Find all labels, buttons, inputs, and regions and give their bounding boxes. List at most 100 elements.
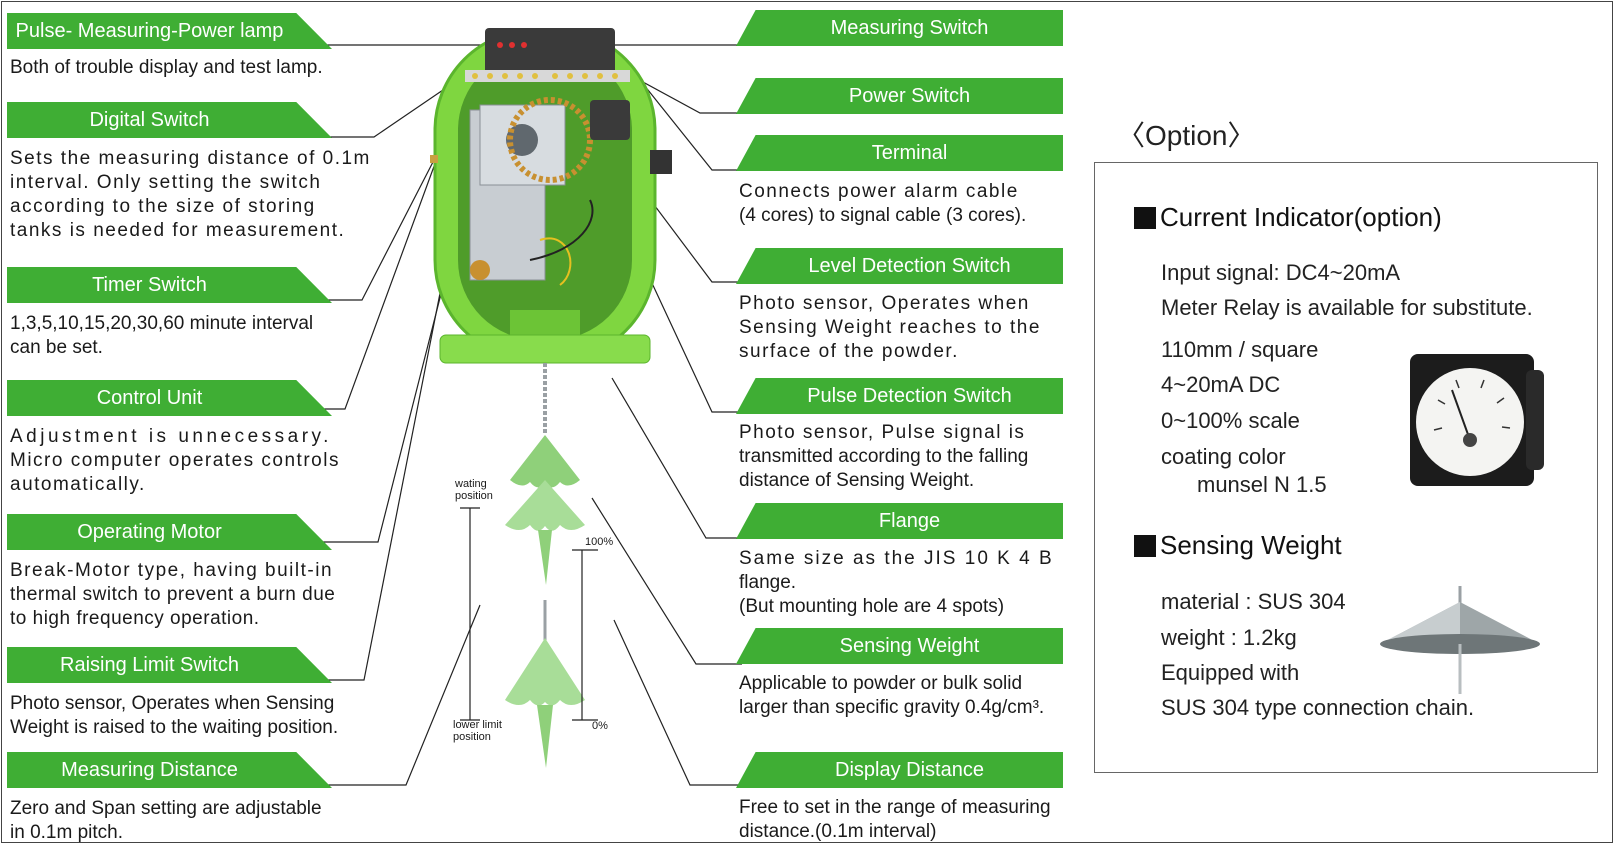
- leader-raising-limit: [318, 109, 477, 681]
- desc-pulse-detection-switch: Photo sensor, Pulse signal is transmitte…: [739, 421, 1028, 493]
- lower-limit-position-label: lower limit position: [453, 719, 502, 743]
- sw-line: SUS 304 type connection chain.: [1161, 695, 1475, 720]
- desc-line: interval. Only setting the switch: [10, 172, 322, 193]
- heading-text: Sensing Weight: [1160, 530, 1342, 560]
- desc-line: Break-Motor type, having built-in: [10, 560, 334, 581]
- tab-measuring-switch: Measuring Switch: [736, 10, 1063, 46]
- tab-pulse-measuring-power-lamp: Pulse- Measuring-Power lamp: [7, 13, 332, 49]
- desc-line: automatically.: [10, 474, 146, 495]
- desc-line: Sets the measuring distance of 0.1m: [10, 148, 371, 169]
- leader-display-distance: [613, 619, 742, 786]
- desc-line: tanks is needed for measurement.: [10, 220, 346, 241]
- desc-line: can be set.: [10, 337, 103, 358]
- tab-timer-switch: Timer Switch: [7, 267, 332, 303]
- scale-100-label: 100%: [585, 536, 614, 548]
- desc-line: Photo sensor, Operates when: [739, 293, 1030, 314]
- level-meter-device: [430, 28, 672, 768]
- tab-raising-limit-switch: Raising Limit Switch: [7, 647, 332, 683]
- label-line: position: [455, 490, 493, 502]
- desc-line: surface of the powder.: [739, 341, 959, 362]
- current-indicator-meter-image: [1410, 354, 1544, 486]
- scale-0-label: 0%: [592, 720, 608, 732]
- desc-line: Micro computer operates controls: [10, 450, 340, 471]
- desc-line: distance of Sensing Weight.: [739, 470, 975, 491]
- tab-operating-motor: Operating Motor: [7, 514, 332, 550]
- leader-sensing-weight: [591, 497, 742, 665]
- tab-control-unit: Control Unit: [7, 380, 332, 416]
- desc-line: Photo sensor, Pulse signal is: [739, 422, 1026, 443]
- current-indicator-heading: Current Indicator(option): [1134, 202, 1442, 233]
- ci-line: Input signal: DC4~20mA: [1161, 260, 1401, 285]
- ci-line: 4~20mA DC: [1161, 372, 1281, 397]
- option-panel: [1094, 162, 1598, 773]
- desc-line: thermal switch to prevent a burn due: [10, 584, 336, 605]
- sw-line: Equipped with: [1161, 660, 1300, 685]
- tab-sensing-weight: Sensing Weight: [736, 628, 1063, 664]
- desc-line: flange.: [739, 572, 797, 593]
- sensing-weight-heading: Sensing Weight: [1134, 530, 1342, 561]
- tab-pulse-detection-switch: Pulse Detection Switch: [736, 378, 1063, 414]
- desc-sensing-weight: Applicable to powder or bulk solid large…: [739, 672, 1044, 720]
- option-title: 〈Option〉: [1117, 120, 1256, 151]
- desc-line: Same size as the JIS 10 K 4 B: [739, 548, 1054, 569]
- ci-line: 110mm / square: [1161, 337, 1319, 362]
- leader-terminal: [639, 79, 742, 171]
- desc-operating-motor: Break-Motor type, having built-in therma…: [10, 559, 335, 631]
- desc-timer-switch: 1,3,5,10,15,20,30,60 minute interval can…: [10, 312, 313, 360]
- desc-line: (But mounting hole are 4 spots): [739, 596, 1005, 617]
- motor-unit: [469, 97, 593, 281]
- sensing-weight-cone-image: [1380, 586, 1540, 694]
- desc-line: distance.(0.1m interval): [739, 821, 937, 842]
- desc-line: Weight is raised to the waiting position…: [10, 717, 339, 738]
- desc-line: in 0.1m pitch.: [10, 822, 123, 843]
- heading-text: Current Indicator(option): [1160, 202, 1442, 232]
- desc-line: larger than specific gravity 0.4g/cm³.: [739, 697, 1045, 718]
- label-line: lower limit: [453, 719, 502, 731]
- leader-measuring-distance: [318, 604, 481, 786]
- label-line: position: [453, 731, 491, 743]
- sensing-weight-lower: [505, 600, 585, 768]
- desc-line: Connects power alarm cable: [739, 181, 1019, 202]
- desc-line: Photo sensor, Operates when Sensing: [10, 693, 335, 714]
- ci-line: 0~100% scale: [1161, 408, 1300, 433]
- desc-line: to high frequency operation.: [10, 608, 260, 629]
- desc-line: Both of trouble display and test lamp.: [10, 57, 323, 78]
- tab-terminal: Terminal: [736, 135, 1063, 171]
- ci-line: Meter Relay is available for substitute.: [1161, 295, 1533, 320]
- waiting-position-label: wating position: [455, 478, 493, 502]
- desc-line: Sensing Weight reaches to the: [739, 317, 1041, 338]
- sw-line: weight : 1.2kg: [1161, 625, 1297, 650]
- desc-raising-limit-switch: Photo sensor, Operates when Sensing Weig…: [10, 692, 338, 740]
- desc-terminal: Connects power alarm cable (4 cores) to …: [739, 180, 1026, 228]
- square-bullet-icon: [1134, 206, 1156, 229]
- tab-digital-switch: Digital Switch: [7, 102, 332, 138]
- ci-line: munsel N 1.5: [1197, 472, 1327, 497]
- leader-control-unit: [318, 149, 441, 410]
- leader-power-switch: [629, 74, 742, 114]
- ci-line: coating color: [1161, 444, 1286, 469]
- desc-display-distance: Free to set in the range of measuring di…: [739, 796, 1051, 844]
- tab-display-distance: Display Distance: [736, 752, 1063, 788]
- desc-line: Applicable to powder or bulk solid: [739, 673, 1023, 694]
- desc-line: according to the size of storing: [10, 196, 316, 217]
- flange-plate: [439, 310, 651, 364]
- desc-pulse-lamp: Both of trouble display and test lamp.: [10, 56, 323, 80]
- tab-level-detection-switch: Level Detection Switch: [736, 248, 1063, 284]
- desc-line: Zero and Span setting are adjustable: [10, 798, 322, 819]
- desc-line: 1,3,5,10,15,20,30,60 minute interval: [10, 313, 314, 334]
- desc-line: Adjustment is unnecessary.: [10, 426, 332, 447]
- label-line: wating: [455, 478, 487, 490]
- sw-line: material : SUS 304: [1161, 589, 1346, 614]
- tab-flange: Flange: [736, 503, 1063, 539]
- leader-flange: [611, 377, 742, 539]
- measurement-scales: [460, 507, 598, 721]
- desc-line: (4 cores) to signal cable (3 cores).: [739, 205, 1027, 226]
- desc-level-detection-switch: Photo sensor, Operates when Sensing Weig…: [739, 292, 1041, 364]
- desc-flange: Same size as the JIS 10 K 4 B flange. (B…: [739, 547, 1054, 619]
- tab-power-switch: Power Switch: [736, 78, 1063, 114]
- desc-measuring-distance: Zero and Span setting are adjustable in …: [10, 797, 322, 845]
- desc-control-unit: Adjustment is unnecessary. Micro compute…: [10, 425, 340, 497]
- sensing-weight-waiting: [505, 435, 585, 585]
- desc-line: transmitted according to the falling: [739, 446, 1029, 467]
